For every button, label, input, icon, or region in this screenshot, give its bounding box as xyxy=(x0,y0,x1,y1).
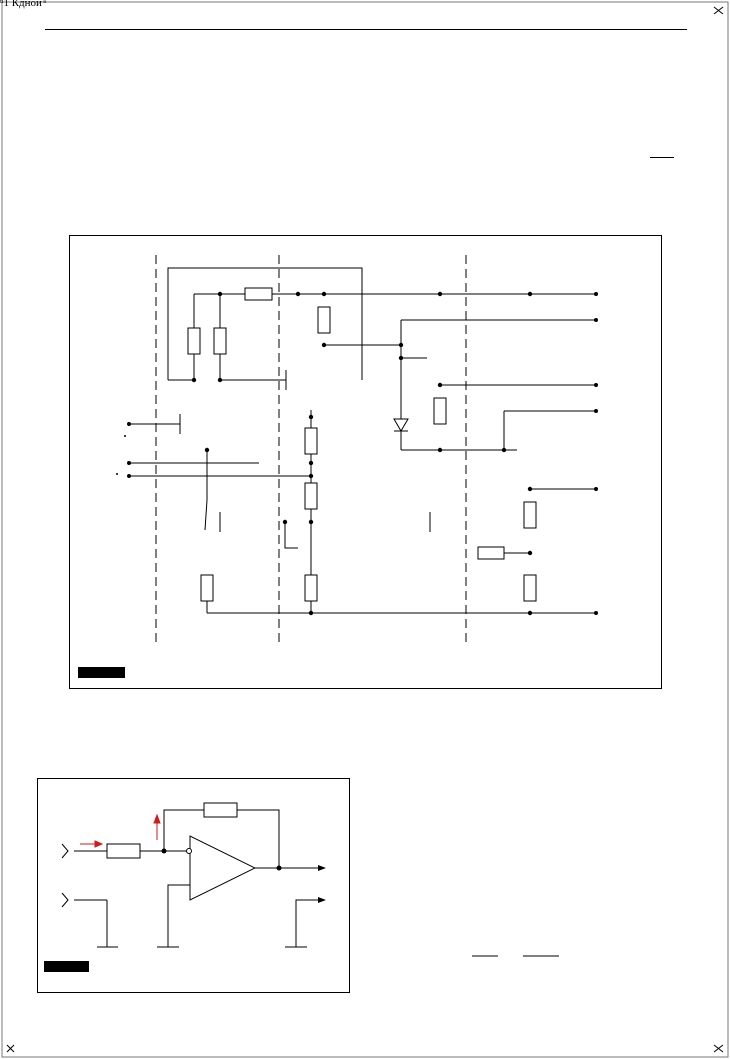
current-arrow-icon xyxy=(94,840,104,848)
resistor xyxy=(433,397,447,425)
diode-icon xyxy=(393,418,409,432)
resistor xyxy=(317,306,331,334)
op-amp-icon xyxy=(189,835,257,901)
input-resistor xyxy=(106,843,141,859)
resistor xyxy=(523,574,537,602)
resistor xyxy=(304,574,318,602)
overline-mark xyxy=(650,157,674,158)
resistor xyxy=(523,501,537,529)
feedback-wire xyxy=(237,809,280,868)
junction-dot xyxy=(161,848,167,854)
feedback-wire xyxy=(163,809,204,851)
header-rule xyxy=(45,29,687,30)
input-terminal-icon xyxy=(61,892,69,908)
figure-label-bar xyxy=(44,961,89,972)
output-arrow-icon xyxy=(318,897,326,903)
corner-arrow-icon xyxy=(6,6,724,1053)
wire xyxy=(167,884,190,947)
input-terminal-icon xyxy=(61,843,69,859)
header-fragment-text: ⁿ1 Кднoй ͣ xyxy=(0,0,45,9)
resistor xyxy=(304,427,318,455)
resistor xyxy=(187,327,201,355)
figure-label-bar xyxy=(78,667,125,678)
feedback-wire xyxy=(167,267,363,380)
feedback-resistor xyxy=(203,802,238,818)
output-arrow-icon xyxy=(318,865,326,871)
resistor xyxy=(213,327,227,355)
wire xyxy=(295,899,318,947)
current-arrow-icon xyxy=(153,813,161,824)
junction-dot xyxy=(276,865,282,871)
junction-dots xyxy=(116,291,598,616)
wire xyxy=(204,450,208,531)
mirror-transistor xyxy=(284,522,298,549)
inverting-input-icon xyxy=(186,848,192,854)
resistor xyxy=(244,287,273,301)
resistor xyxy=(304,482,318,510)
